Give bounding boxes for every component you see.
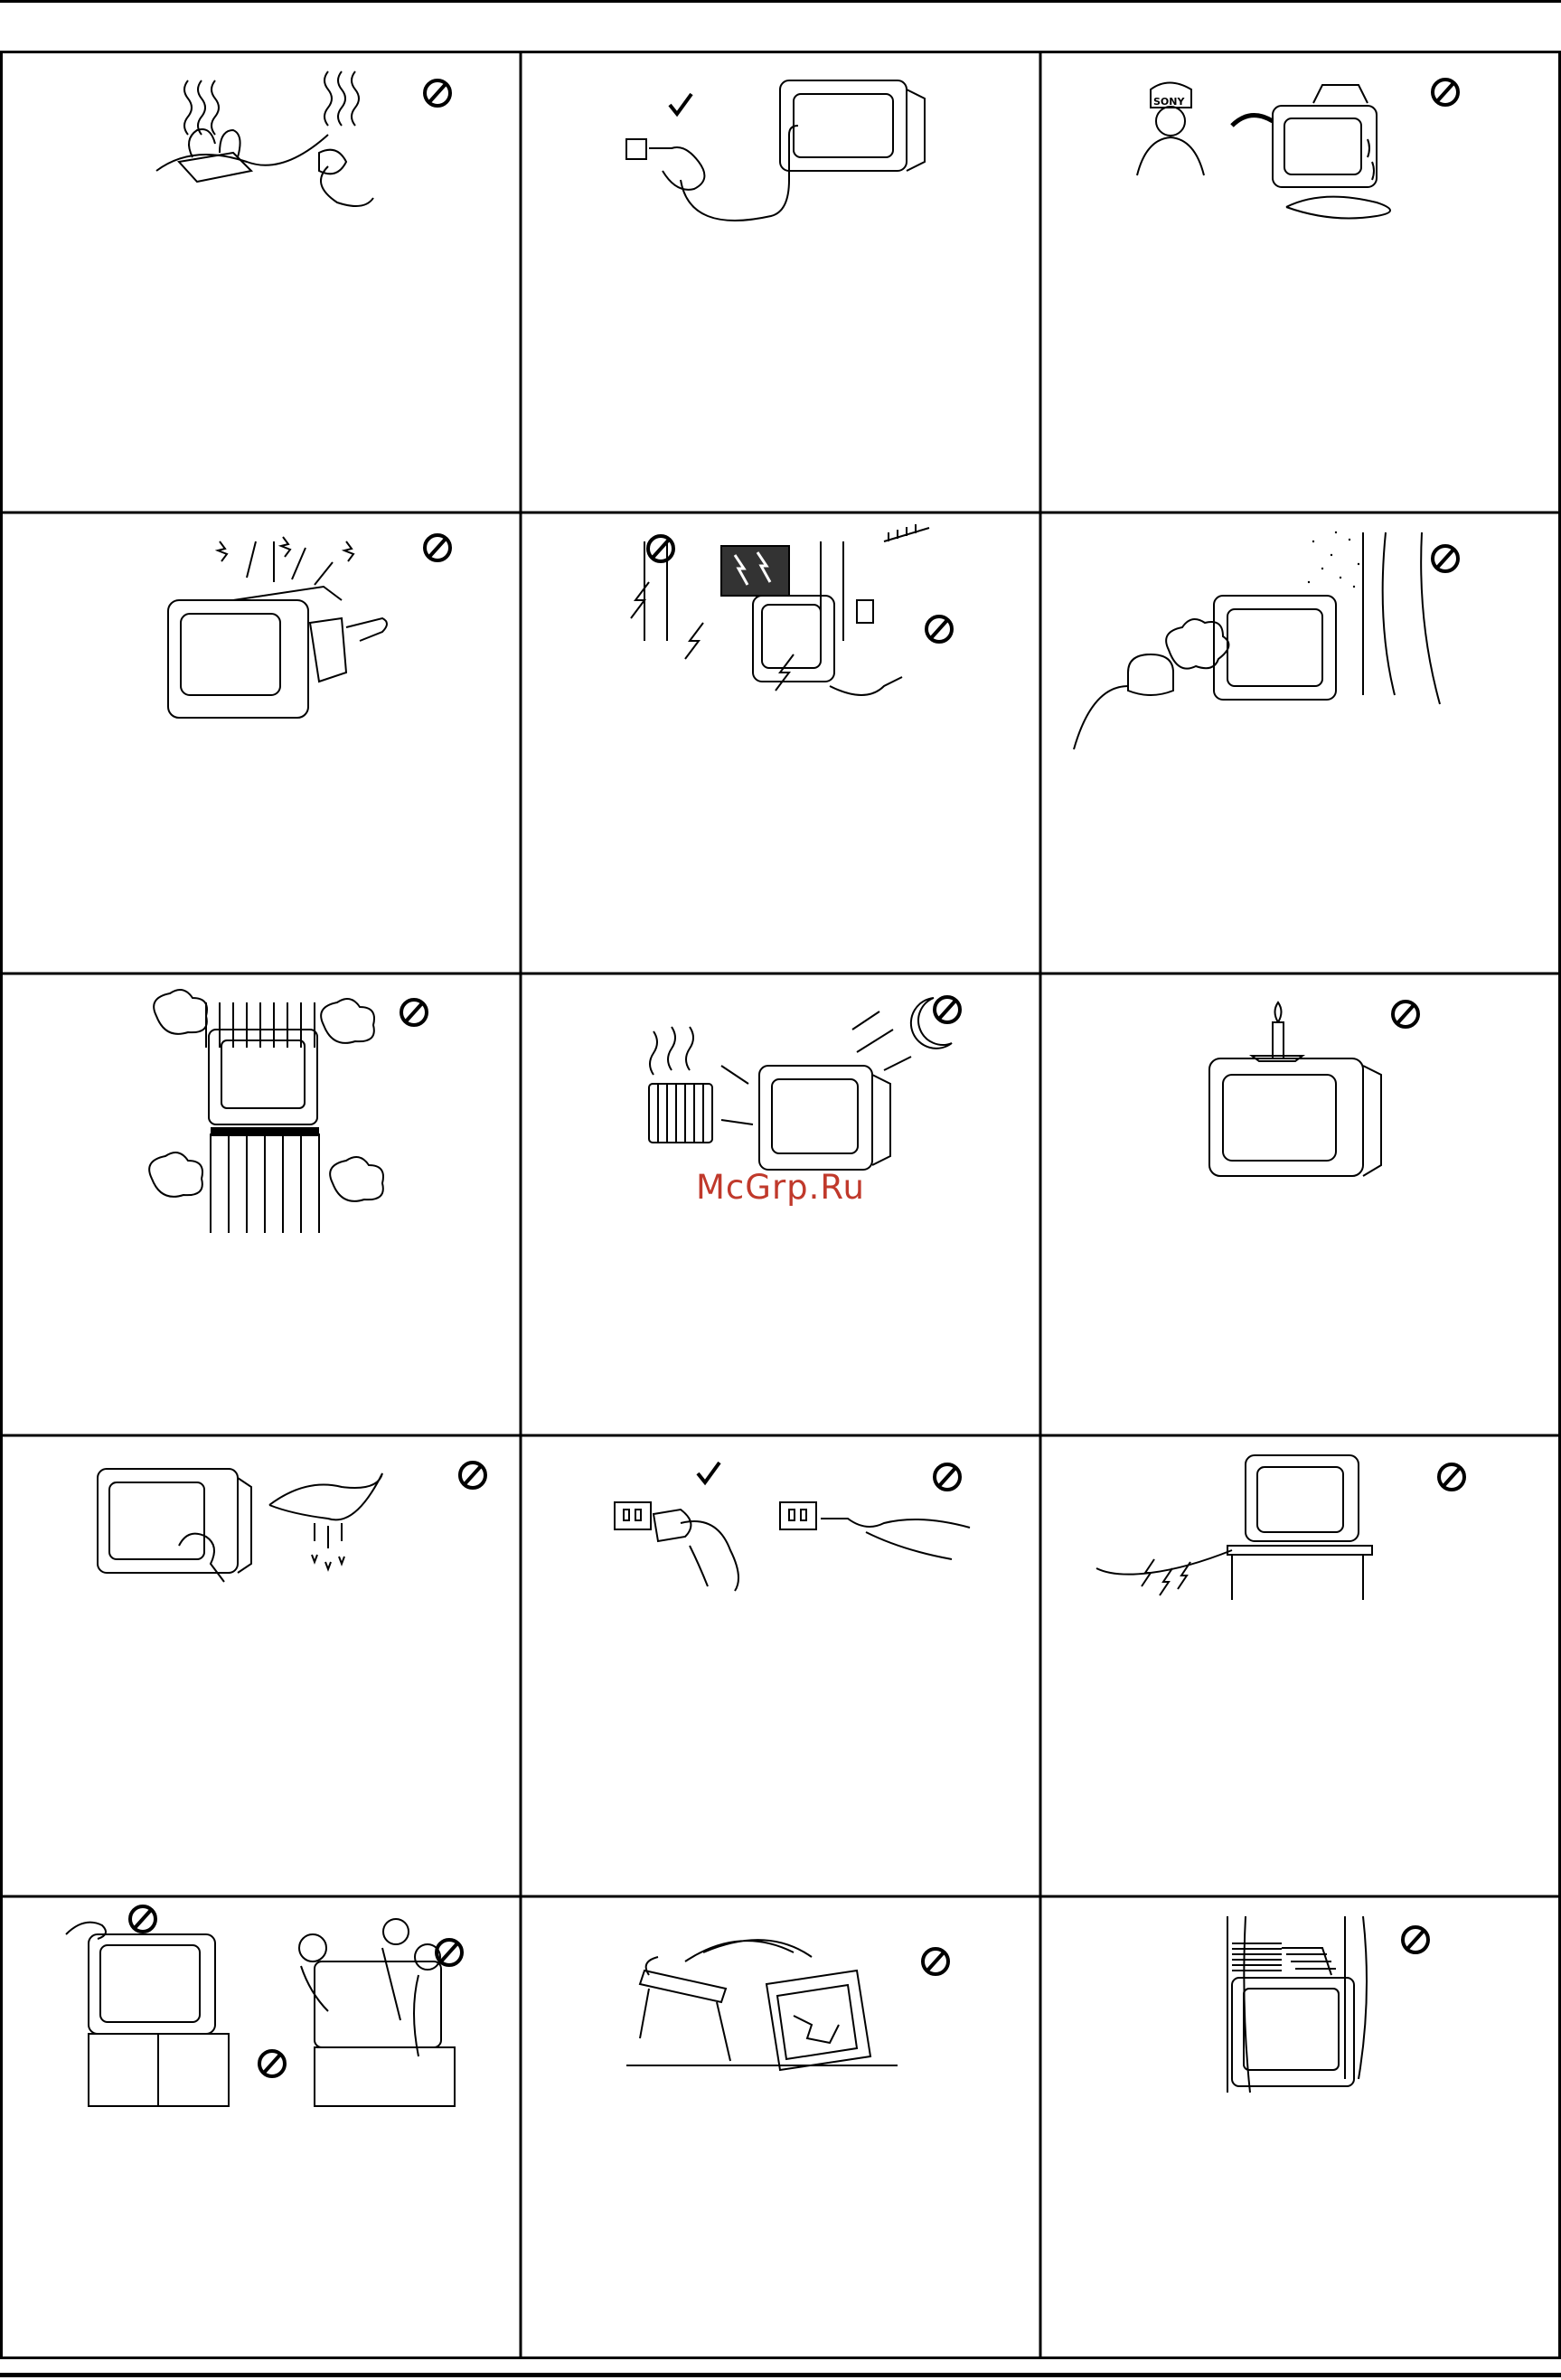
blocked-ventilation-icon — [3, 975, 519, 1433]
cell-humidity — [1042, 514, 1558, 972]
damaged-cord-icon — [1042, 1437, 1558, 1895]
prohibition-icon — [460, 1463, 485, 1488]
cell-wet-cloth — [3, 1437, 519, 1895]
prohibition-icon — [401, 1000, 427, 1025]
prohibition-icon — [425, 80, 450, 106]
open-cabinet-sparks-icon — [3, 514, 519, 972]
cell-plug-handling — [522, 1437, 1039, 1895]
cell-objects-on-top — [1042, 1898, 1558, 2356]
sony-cap-label: SONY — [1153, 96, 1185, 108]
objects-on-top-icon — [1042, 1898, 1558, 2356]
top-rule — [0, 0, 1561, 3]
overloaded-outlet-heat-icon — [3, 53, 519, 511]
falling-tv-icon — [522, 1898, 1039, 2356]
prohibition-icon — [130, 1906, 155, 1932]
prohibition-icon — [1433, 80, 1458, 105]
wet-cloth-cleaning-icon — [3, 1437, 519, 1895]
service-technician-spill-icon: SONY — [1042, 53, 1558, 511]
cell-falling-tv — [522, 1898, 1039, 2356]
children-climbing-icon — [3, 1898, 519, 2356]
cell-overloaded-outlet — [3, 53, 519, 511]
prohibition-icon — [1393, 1002, 1418, 1027]
cell-service-technician: SONY — [1042, 53, 1558, 511]
prohibition-icon — [1439, 1464, 1464, 1490]
prohibition-icon — [1433, 546, 1458, 571]
bottom-rule — [0, 2373, 1561, 2377]
cell-lightning — [522, 514, 1039, 972]
humidity-steam-icon — [1042, 514, 1558, 972]
cell-damaged-cord — [1042, 1437, 1558, 1895]
lightning-storm-icon — [522, 514, 1039, 972]
checkmark-icon — [670, 94, 691, 114]
candle-on-tv-icon — [1042, 975, 1558, 1433]
plug-handling-icon — [522, 1437, 1039, 1895]
prohibition-icon — [926, 616, 952, 642]
checkmark-icon — [698, 1463, 719, 1482]
cell-open-cabinet — [3, 514, 519, 972]
cell-blocked-ventilation — [3, 975, 519, 1433]
cell-children-climbing — [3, 1898, 519, 2356]
prohibition-icon — [923, 1949, 948, 1974]
prohibition-icon — [935, 997, 960, 1022]
unplug-from-outlet-icon — [522, 53, 1039, 511]
prohibition-icon — [648, 536, 673, 561]
prohibition-icon — [259, 2051, 285, 2076]
prohibition-icon — [425, 535, 450, 560]
prohibition-icon — [935, 1464, 960, 1490]
watermark: McGrp.Ru — [696, 1168, 877, 1207]
cell-candle — [1042, 975, 1558, 1433]
prohibition-icon — [1403, 1927, 1428, 1952]
prohibition-icon — [437, 1940, 462, 1965]
cell-unplug — [522, 53, 1039, 511]
